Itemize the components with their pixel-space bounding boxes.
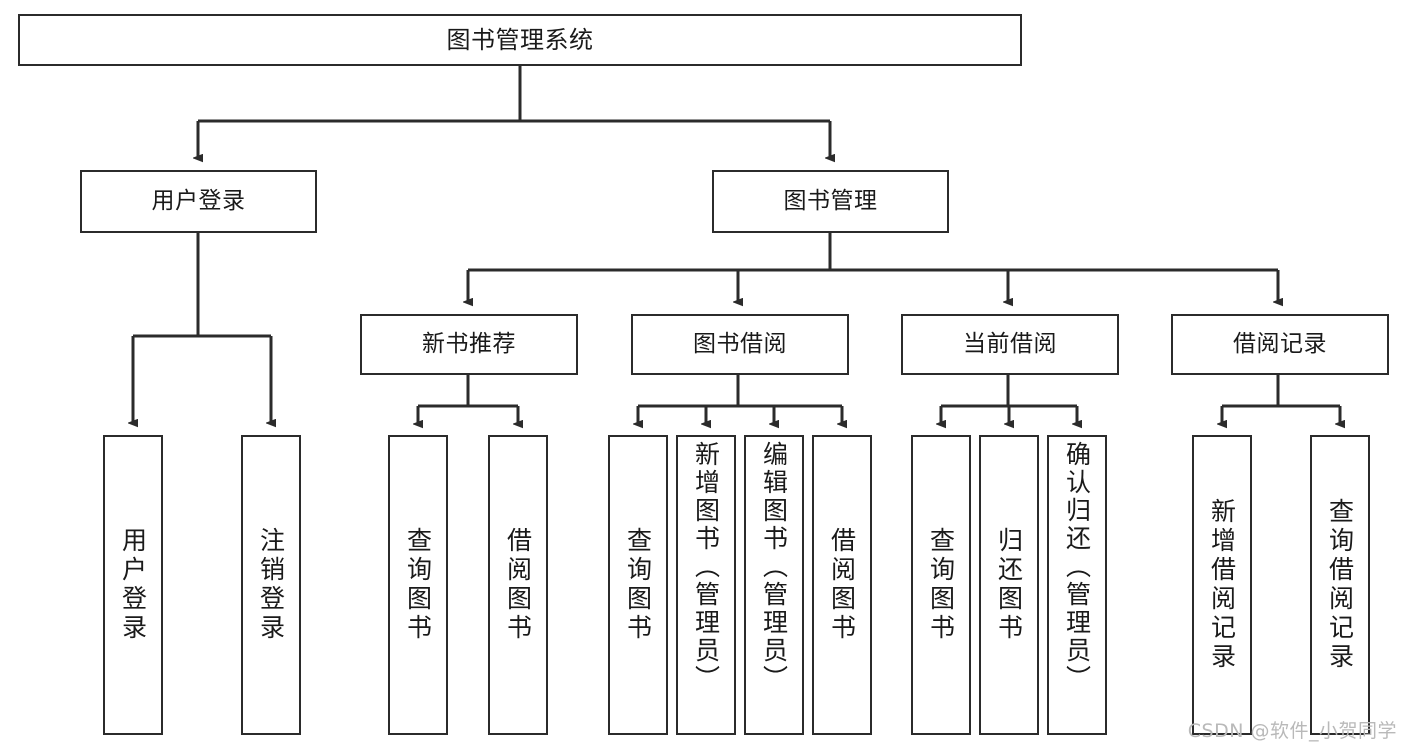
node-leaf-logout-login[interactable]: 注销登录 (241, 435, 301, 735)
node-leaf-query-record-label: 查询借阅记录 (1325, 498, 1355, 672)
node-leaf-edit-book-label: 编辑图书（管理员） (759, 441, 789, 693)
node-user-login[interactable]: 用户登录 (80, 170, 317, 233)
node-leaf-query-record[interactable]: 查询借阅记录 (1310, 435, 1370, 735)
node-leaf-borrow-book-1[interactable]: 借阅图书 (488, 435, 548, 735)
node-leaf-edit-book[interactable]: 编辑图书（管理员） (744, 435, 804, 735)
node-root-label: 图书管理系统 (446, 25, 594, 54)
node-borrow-record[interactable]: 借阅记录 (1171, 314, 1389, 375)
node-book-manage-label: 图书管理 (783, 187, 878, 214)
node-book-borrow-label: 图书借阅 (693, 330, 787, 357)
node-root-book-management-system[interactable]: 图书管理系统 (18, 14, 1022, 66)
node-book-manage[interactable]: 图书管理 (712, 170, 949, 233)
node-leaf-borrow-book-2[interactable]: 借阅图书 (812, 435, 872, 735)
node-leaf-query-book-3[interactable]: 查询图书 (911, 435, 971, 735)
node-leaf-query-book-3-label: 查询图书 (926, 527, 956, 643)
node-leaf-confirm-return-label: 确认归还（管理员） (1062, 441, 1092, 693)
node-leaf-return-book[interactable]: 归还图书 (979, 435, 1039, 735)
node-leaf-user-login[interactable]: 用户登录 (103, 435, 163, 735)
node-leaf-add-book[interactable]: 新增图书（管理员） (676, 435, 736, 735)
node-leaf-add-record-label: 新增借阅记录 (1207, 498, 1237, 672)
node-book-borrow[interactable]: 图书借阅 (631, 314, 849, 375)
node-borrow-record-label: 借阅记录 (1233, 330, 1327, 357)
node-leaf-borrow-book-2-label: 借阅图书 (827, 527, 857, 643)
node-user-login-label: 用户登录 (151, 187, 246, 214)
node-leaf-add-book-label: 新增图书（管理员） (691, 441, 721, 693)
node-leaf-user-login-label: 用户登录 (118, 527, 148, 643)
node-current-borrow-label: 当前借阅 (963, 330, 1057, 357)
node-leaf-return-book-label: 归还图书 (994, 527, 1024, 643)
node-leaf-confirm-return[interactable]: 确认归还（管理员） (1047, 435, 1107, 735)
node-leaf-borrow-book-1-label: 借阅图书 (503, 527, 533, 643)
node-leaf-add-record[interactable]: 新增借阅记录 (1192, 435, 1252, 735)
node-leaf-query-book-1-label: 查询图书 (403, 527, 433, 643)
node-leaf-logout-login-label: 注销登录 (256, 527, 286, 643)
node-new-book-recommend-label: 新书推荐 (422, 330, 516, 357)
node-leaf-query-book-1[interactable]: 查询图书 (388, 435, 448, 735)
node-leaf-query-book-2-label: 查询图书 (623, 527, 653, 643)
node-current-borrow[interactable]: 当前借阅 (901, 314, 1119, 375)
node-leaf-query-book-2[interactable]: 查询图书 (608, 435, 668, 735)
node-new-book-recommend[interactable]: 新书推荐 (360, 314, 578, 375)
